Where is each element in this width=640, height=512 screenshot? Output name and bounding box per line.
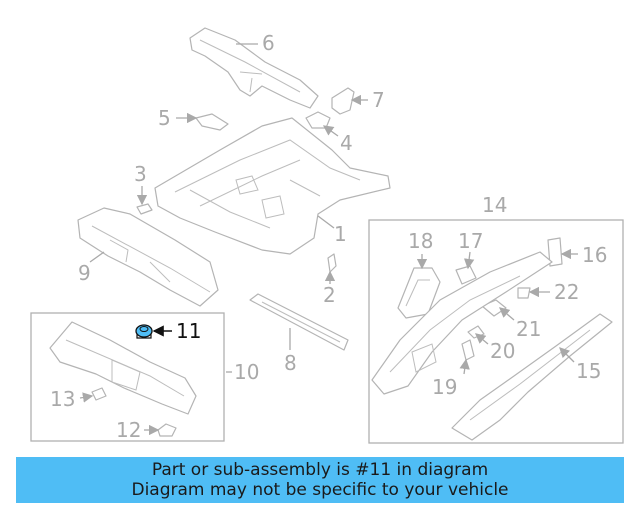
- part-12[interactable]: [157, 423, 177, 437]
- part-7[interactable]: [331, 87, 355, 115]
- label-13: 13: [50, 387, 75, 411]
- banner-line-2: Diagram may not be specific to your vehi…: [131, 480, 509, 500]
- label-14: 14: [482, 193, 507, 217]
- label-19: 19: [432, 375, 457, 399]
- label-5: 5: [158, 106, 171, 130]
- label-18: 18: [408, 229, 433, 253]
- label-7: 7: [372, 88, 385, 112]
- label-8: 8: [284, 351, 297, 375]
- banner-line-1: Part or sub-assembly is #11 in diagram: [151, 460, 489, 480]
- part-11[interactable]: [135, 324, 153, 339]
- label-20: 20: [490, 339, 515, 363]
- part-4[interactable]: [305, 111, 331, 129]
- part-14-rail[interactable]: [371, 251, 553, 395]
- group-box-10: [30, 312, 225, 442]
- label-21: 21: [516, 317, 541, 341]
- label-15: 15: [576, 359, 601, 383]
- part-6[interactable]: [189, 27, 319, 109]
- label-17: 17: [458, 229, 483, 253]
- part-13[interactable]: [91, 387, 107, 401]
- part-22[interactable]: [517, 287, 531, 299]
- label-9: 9: [78, 261, 91, 285]
- part-16[interactable]: [547, 237, 563, 267]
- info-banner: Part or sub-assembly is #11 in diagram D…: [16, 457, 624, 503]
- part-3[interactable]: [136, 203, 153, 215]
- part-20[interactable]: [467, 325, 485, 339]
- group-box-14: [368, 219, 624, 444]
- part-10[interactable]: [49, 321, 197, 415]
- label-1: 1: [334, 222, 347, 246]
- label-22: 22: [554, 280, 579, 304]
- part-19[interactable]: [461, 339, 475, 361]
- callout-labels: 6 7 4 5 3 1 2 9 8 10 11 12 13 14 15 16 1…: [50, 31, 607, 442]
- part-8[interactable]: [249, 293, 349, 351]
- label-4: 4: [340, 131, 353, 155]
- part-2[interactable]: [327, 253, 337, 273]
- part-18[interactable]: [397, 267, 441, 319]
- label-11: 11: [176, 319, 201, 343]
- label-6: 6: [262, 31, 275, 55]
- part-5[interactable]: [195, 113, 229, 131]
- part-1[interactable]: [154, 117, 391, 255]
- label-2: 2: [323, 283, 336, 307]
- label-16: 16: [582, 243, 607, 267]
- label-12: 12: [116, 418, 141, 442]
- label-10: 10: [234, 360, 259, 384]
- leaders: [79, 43, 578, 436]
- label-3: 3: [134, 162, 147, 186]
